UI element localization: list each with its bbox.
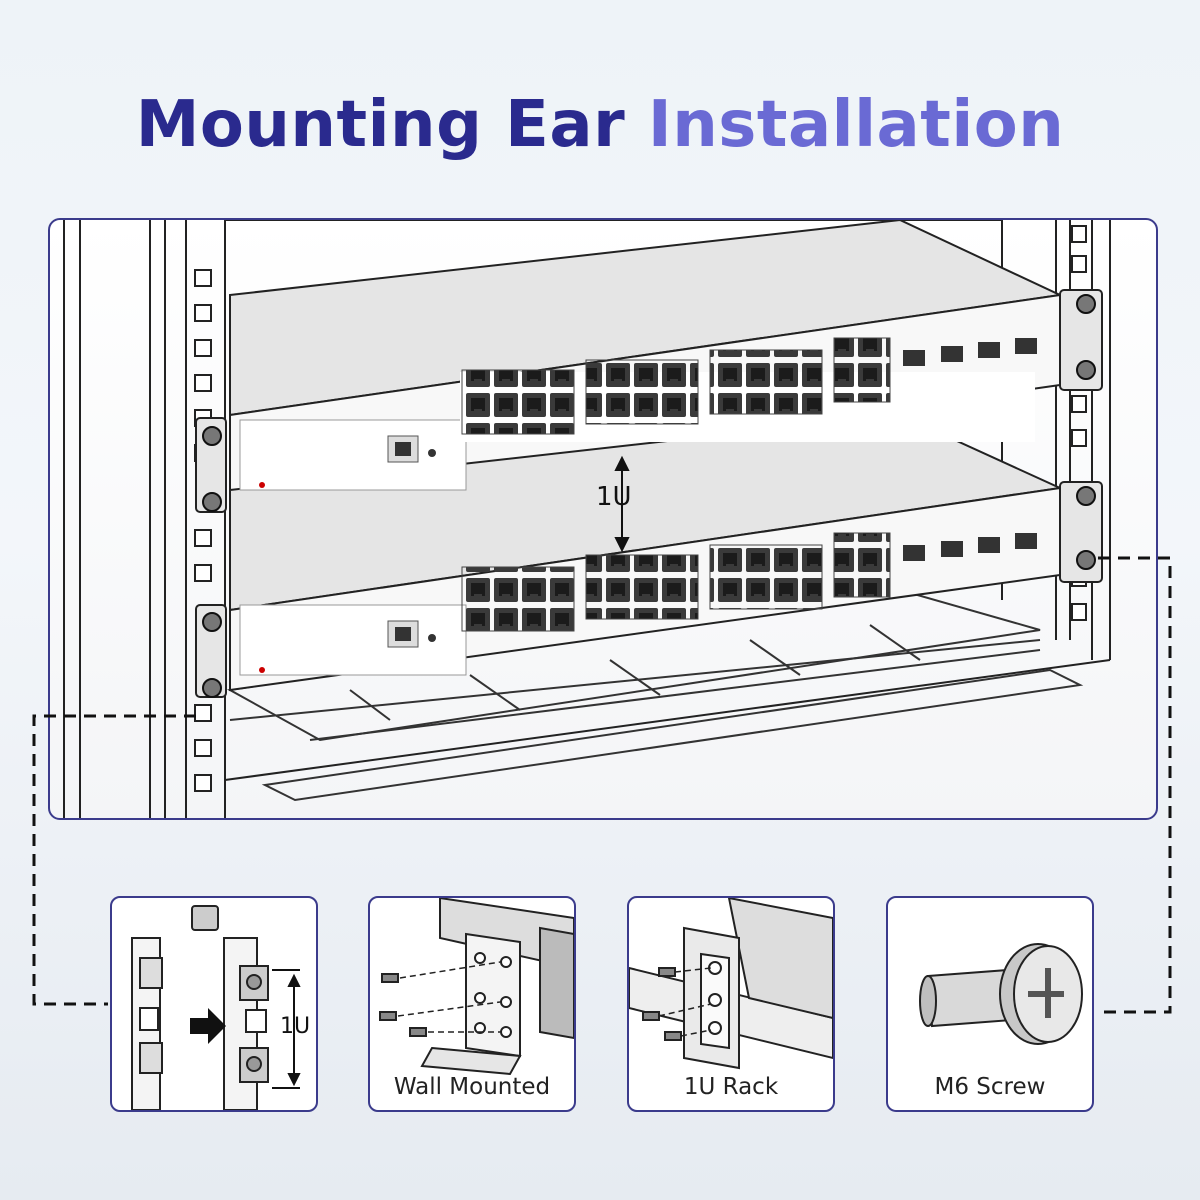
rack-illustration [63, 220, 1111, 818]
rack-left-holes [194, 269, 212, 792]
card-wall-mounted: Wall Mounted [368, 896, 576, 1112]
cage-nut-unit-label: 1U [280, 1014, 311, 1039]
wall-mount-illustration [379, 898, 574, 1076]
switch-top-front [239, 337, 1037, 491]
card-cage-nut: 1U [110, 896, 318, 1112]
unit-height-label: 1U [596, 482, 632, 512]
card-label-wall-mounted: Wall Mounted [393, 1074, 551, 1100]
rack-ear-illustration [629, 898, 833, 1070]
screws [202, 294, 1096, 698]
page-title: Mounting Ear Installation [0, 88, 1200, 162]
unit-arrow [614, 455, 630, 553]
card-label-m6-screw: M6 Screw [934, 1074, 1046, 1100]
switch-bottom-front [239, 532, 1037, 676]
card-1u-rack: 1U Rack [627, 896, 835, 1112]
card-m6-screw: M6 Screw [886, 896, 1094, 1112]
card-label-1u-rack: 1U Rack [683, 1074, 779, 1100]
title-part-1: Mounting Ear [135, 88, 626, 162]
rack-shelf [226, 588, 1084, 802]
m6-screw-icon [919, 943, 1083, 1045]
rack-illustration-panel [48, 218, 1158, 820]
cage-nut-illustration [131, 905, 301, 1110]
title-part-2: Installation [647, 88, 1065, 162]
